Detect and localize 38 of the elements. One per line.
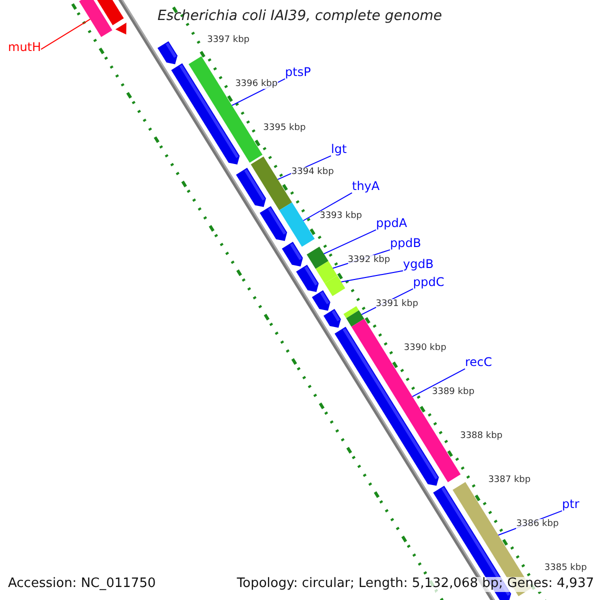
leader-line [323,229,376,254]
scale-label: 3392 kbp [348,254,390,266]
gene-label: ptsP [285,66,311,80]
leader-line [302,192,352,222]
gene-label: ygdB [403,258,434,272]
scale-label: 3390 kbp [404,342,446,354]
gene-label: thyA [352,180,380,194]
scale-label: 3397 kbp [207,34,250,46]
gene-bar [306,246,328,269]
gene-bar [79,0,112,37]
gene-label: recC [465,356,492,370]
title: Escherichia coli IAI39, complete genome [158,8,442,24]
gene-label: lgt [331,143,347,157]
genome-summary-text: Topology: circular; Length: 5,132,068 bp; Genes: 4,937 [236,577,594,592]
scale-label: 3387 kbp [488,474,531,486]
gene-label: mutH [8,41,42,55]
leader-line [412,368,466,398]
scale-label: 3389 kbp [432,386,474,398]
scale-label: 3391 kbp [376,298,418,310]
scale-label: 3386 kbp [516,518,559,530]
accession-text: Accession: NC_011750 [8,577,156,592]
scale-label: 3395 kbp [263,122,306,134]
gene-label: ppdA [376,217,408,231]
scale-label: 3385 kbp [544,562,587,574]
gene-bar [250,156,292,210]
gene-label: ppdB [390,237,422,251]
scale-label: 3393 kbp [320,210,362,222]
gene-bar [324,276,346,296]
leader-line [340,270,404,282]
gene-label: ppdC [413,276,444,290]
gene-bar [316,261,338,284]
scale-label: 3388 kbp [460,430,502,442]
scale-label: 3394 kbp [291,166,334,178]
leader-line [40,18,91,50]
gene-label: ptr [562,498,580,512]
gene-bar [188,56,262,163]
gene-bar [279,202,315,247]
scale-label: 3396 kbp [235,78,278,90]
